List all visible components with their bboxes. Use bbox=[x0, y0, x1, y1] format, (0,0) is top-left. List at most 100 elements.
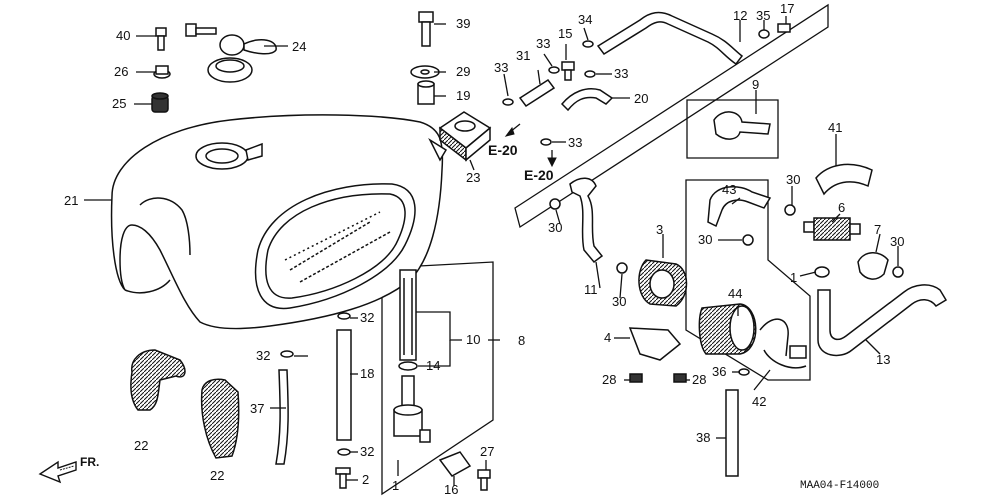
cover-41 bbox=[815, 163, 873, 196]
callout-30-mid: 30 bbox=[612, 294, 626, 309]
bolt-39 bbox=[418, 11, 434, 47]
callout-30-pump-top: 30 bbox=[786, 172, 800, 187]
hose-11 bbox=[569, 177, 604, 264]
callout-39: 39 bbox=[456, 16, 470, 31]
clip-32b bbox=[337, 312, 351, 320]
hose-18 bbox=[336, 329, 352, 441]
callout-15: 15 bbox=[558, 26, 572, 41]
nut-28a bbox=[629, 373, 643, 383]
callout-28a: 28 bbox=[602, 372, 616, 387]
callout-22b: 22 bbox=[210, 468, 224, 483]
callout-10: 10 bbox=[466, 332, 480, 347]
nut-28b bbox=[673, 373, 687, 383]
t-joint-15 bbox=[561, 61, 575, 81]
hose-12 bbox=[596, 11, 744, 66]
reference-e20-bottom: E-20 bbox=[524, 167, 554, 183]
hose-20 bbox=[560, 88, 614, 112]
callout-13: 13 bbox=[876, 352, 890, 367]
harness-42 bbox=[759, 318, 807, 369]
callout-33d: 33 bbox=[568, 135, 582, 150]
callout-16: 16 bbox=[444, 482, 458, 497]
hose-13 bbox=[817, 284, 948, 357]
callout-26: 26 bbox=[114, 64, 128, 79]
callout-11: 11 bbox=[584, 282, 598, 297]
fuel-strainer-10 bbox=[399, 269, 417, 361]
callout-24: 24 bbox=[292, 39, 306, 54]
callout-33c: 33 bbox=[614, 66, 628, 81]
callout-41: 41 bbox=[828, 120, 842, 135]
callout-32c: 32 bbox=[360, 444, 374, 459]
side-cover-22a bbox=[130, 349, 186, 411]
callout-20: 20 bbox=[634, 91, 648, 106]
hose-group-frame bbox=[514, 3, 829, 229]
callout-37: 37 bbox=[250, 401, 264, 416]
screw-27 bbox=[477, 469, 491, 491]
washer-26 bbox=[153, 65, 171, 79]
bolt-40 bbox=[155, 27, 167, 51]
callout-40: 40 bbox=[116, 28, 130, 43]
clip-30a bbox=[549, 198, 561, 210]
fuel-valve-1 bbox=[393, 375, 431, 443]
joint-2 bbox=[335, 467, 351, 489]
callout-19: 19 bbox=[456, 88, 470, 103]
callout-17: 17 bbox=[780, 1, 794, 16]
fuel-cock-group-frame bbox=[381, 261, 494, 496]
side-cover-22b bbox=[200, 378, 240, 459]
callout-44: 44 bbox=[728, 286, 742, 301]
clip-35 bbox=[758, 29, 770, 39]
callout-6: 6 bbox=[838, 200, 845, 215]
callout-3: 3 bbox=[656, 222, 663, 237]
callout-35: 35 bbox=[756, 8, 770, 23]
callout-22a: 22 bbox=[134, 438, 148, 453]
fuel-filter-6 bbox=[803, 217, 861, 241]
clip-30b bbox=[616, 262, 628, 274]
callout-7: 7 bbox=[874, 222, 881, 237]
bracket-4 bbox=[628, 327, 682, 361]
fuel-tank bbox=[110, 114, 448, 330]
callout-2: 2 bbox=[362, 472, 369, 487]
callout-33b: 33 bbox=[536, 36, 550, 51]
clip-33c bbox=[584, 70, 596, 78]
o-ring-14 bbox=[398, 361, 418, 371]
clamp-7 bbox=[857, 252, 889, 280]
hose-38 bbox=[725, 389, 739, 477]
holder-16 bbox=[438, 451, 472, 477]
callout-33a: 33 bbox=[494, 60, 508, 75]
hose-9-frame bbox=[686, 99, 779, 159]
callout-38: 38 bbox=[696, 430, 710, 445]
callout-28b: 28 bbox=[692, 372, 706, 387]
clip-30e bbox=[892, 266, 904, 278]
callout-25: 25 bbox=[112, 96, 126, 111]
callout-8: 8 bbox=[518, 333, 525, 348]
callout-34: 34 bbox=[578, 12, 592, 27]
callout-29: 29 bbox=[456, 64, 470, 79]
callout-21: 21 bbox=[64, 193, 78, 208]
clip-32c bbox=[337, 448, 351, 456]
joint-1-right bbox=[814, 266, 830, 278]
callout-30-left: 30 bbox=[548, 220, 562, 235]
rubber-mount-3 bbox=[638, 259, 688, 307]
clip-30d bbox=[784, 204, 796, 216]
callout-30-pump: 30 bbox=[698, 232, 712, 247]
hose-9 bbox=[713, 111, 771, 140]
hose-43 bbox=[707, 186, 772, 228]
callout-1: 1 bbox=[392, 478, 399, 493]
washer-29 bbox=[410, 65, 440, 79]
leader-lines bbox=[84, 16, 899, 486]
clip-36 bbox=[738, 368, 750, 376]
mount-rubber-23 bbox=[438, 111, 492, 162]
front-direction-arrow: FR. bbox=[38, 455, 99, 484]
clip-32a bbox=[280, 350, 294, 358]
hose-31 bbox=[518, 78, 556, 108]
diagram-code: MAA04-F14000 bbox=[800, 480, 879, 492]
joint-17 bbox=[777, 23, 791, 33]
reference-e20-top: E-20 bbox=[488, 142, 518, 158]
callout-30-right: 30 bbox=[890, 234, 904, 249]
callout-32b: 32 bbox=[360, 310, 374, 325]
clip-30c bbox=[742, 234, 754, 246]
callout-4: 4 bbox=[604, 330, 611, 345]
callout-31: 31 bbox=[516, 48, 530, 63]
fuel-pump-44 bbox=[698, 303, 757, 355]
clip-33b bbox=[548, 66, 560, 74]
